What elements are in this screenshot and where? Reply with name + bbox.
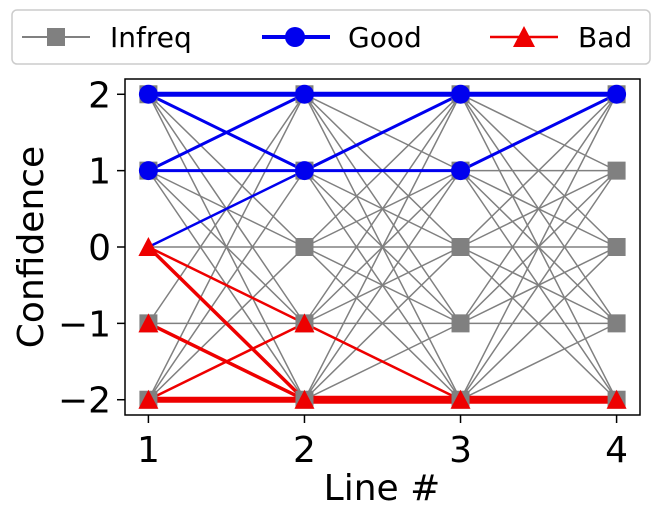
legend-frame: [11, 9, 651, 65]
y-tick-label-3: −1: [58, 304, 111, 345]
legend-marker-infreq: [47, 28, 65, 46]
series-infreq-point-6: [295, 238, 314, 256]
series-good-segment-2: [146, 92, 306, 173]
series-infreq-segment-54: [459, 169, 618, 401]
series-infreq-segment-55: [459, 246, 618, 401]
tick-layer: 1 2 3 4 2 1 0 −1 −2: [58, 75, 628, 471]
series-bad-point-3: [294, 313, 315, 333]
series-bad-segment-3: [147, 322, 306, 401]
series-infreq-point-11: [451, 238, 470, 256]
series-bad-segment-5: [303, 322, 462, 401]
series-infreq-segment-27: [303, 93, 462, 325]
legend-marker-good: [285, 27, 305, 47]
series-good-point-4: [451, 84, 471, 104]
x-tick-label-2: 3: [449, 430, 472, 471]
series-good-segment-6: [302, 92, 463, 173]
x-tick-label-1: 2: [293, 430, 316, 471]
y-tick-label-2: 0: [88, 228, 111, 269]
series-bad-segment-1: [146, 245, 307, 402]
legend-entry-bad: Bad: [490, 21, 632, 54]
series-bad-point-0: [138, 237, 159, 256]
series-good-point-3: [294, 161, 314, 181]
series-infreq-point-17: [607, 314, 626, 333]
series-good-point-2: [294, 84, 314, 104]
y-tick-label-0: 2: [88, 75, 111, 116]
series-infreq-segment-56: [459, 322, 618, 401]
y-axis-label: Confidence: [11, 146, 52, 348]
series-good-segment-9: [459, 92, 619, 173]
series-bad-point-4: [294, 389, 315, 409]
legend-label-infreq: Infreq: [110, 21, 192, 54]
series-good-point-5: [451, 161, 471, 181]
series-bad-point-5: [450, 389, 471, 409]
legend-entry-infreq: Infreq: [22, 21, 192, 54]
x-axis-label: Line #: [324, 468, 441, 509]
series-bad-point-6: [606, 389, 627, 409]
series-infreq-segment-34: [303, 246, 462, 401]
series-good-segment-4: [147, 169, 306, 249]
series-bad-point-1: [138, 313, 159, 333]
y-tick-label-4: −2: [58, 381, 111, 422]
x-tick-label-3: 4: [605, 430, 628, 471]
series-bad-segment-0: [147, 245, 306, 325]
plot-layer: [138, 84, 627, 409]
legend-label-bad: Bad: [578, 21, 632, 54]
series-bad-point-2: [138, 389, 159, 409]
legend-entry-good: Good: [262, 21, 422, 54]
series-infreq-segment-32: [303, 93, 462, 401]
series-infreq-segment-49: [459, 93, 618, 325]
series-infreq-segment-44: [459, 93, 618, 248]
x-tick-label-0: 1: [137, 430, 160, 471]
series-infreq-segment-33: [303, 169, 462, 401]
series-good-point-6: [607, 84, 627, 104]
series-infreq-point-16: [607, 238, 626, 256]
series-good-point-0: [138, 84, 158, 104]
legend-label-good: Good: [348, 21, 422, 54]
series-good-point-1: [138, 161, 158, 181]
series-infreq-point-15: [607, 161, 626, 180]
series-infreq-point-12: [451, 314, 470, 333]
series-infreq-segment-53: [459, 93, 618, 401]
legend-marker-bad: [513, 26, 535, 47]
y-tick-label-1: 1: [88, 152, 111, 193]
series-infreq-segment-11: [147, 93, 306, 401]
